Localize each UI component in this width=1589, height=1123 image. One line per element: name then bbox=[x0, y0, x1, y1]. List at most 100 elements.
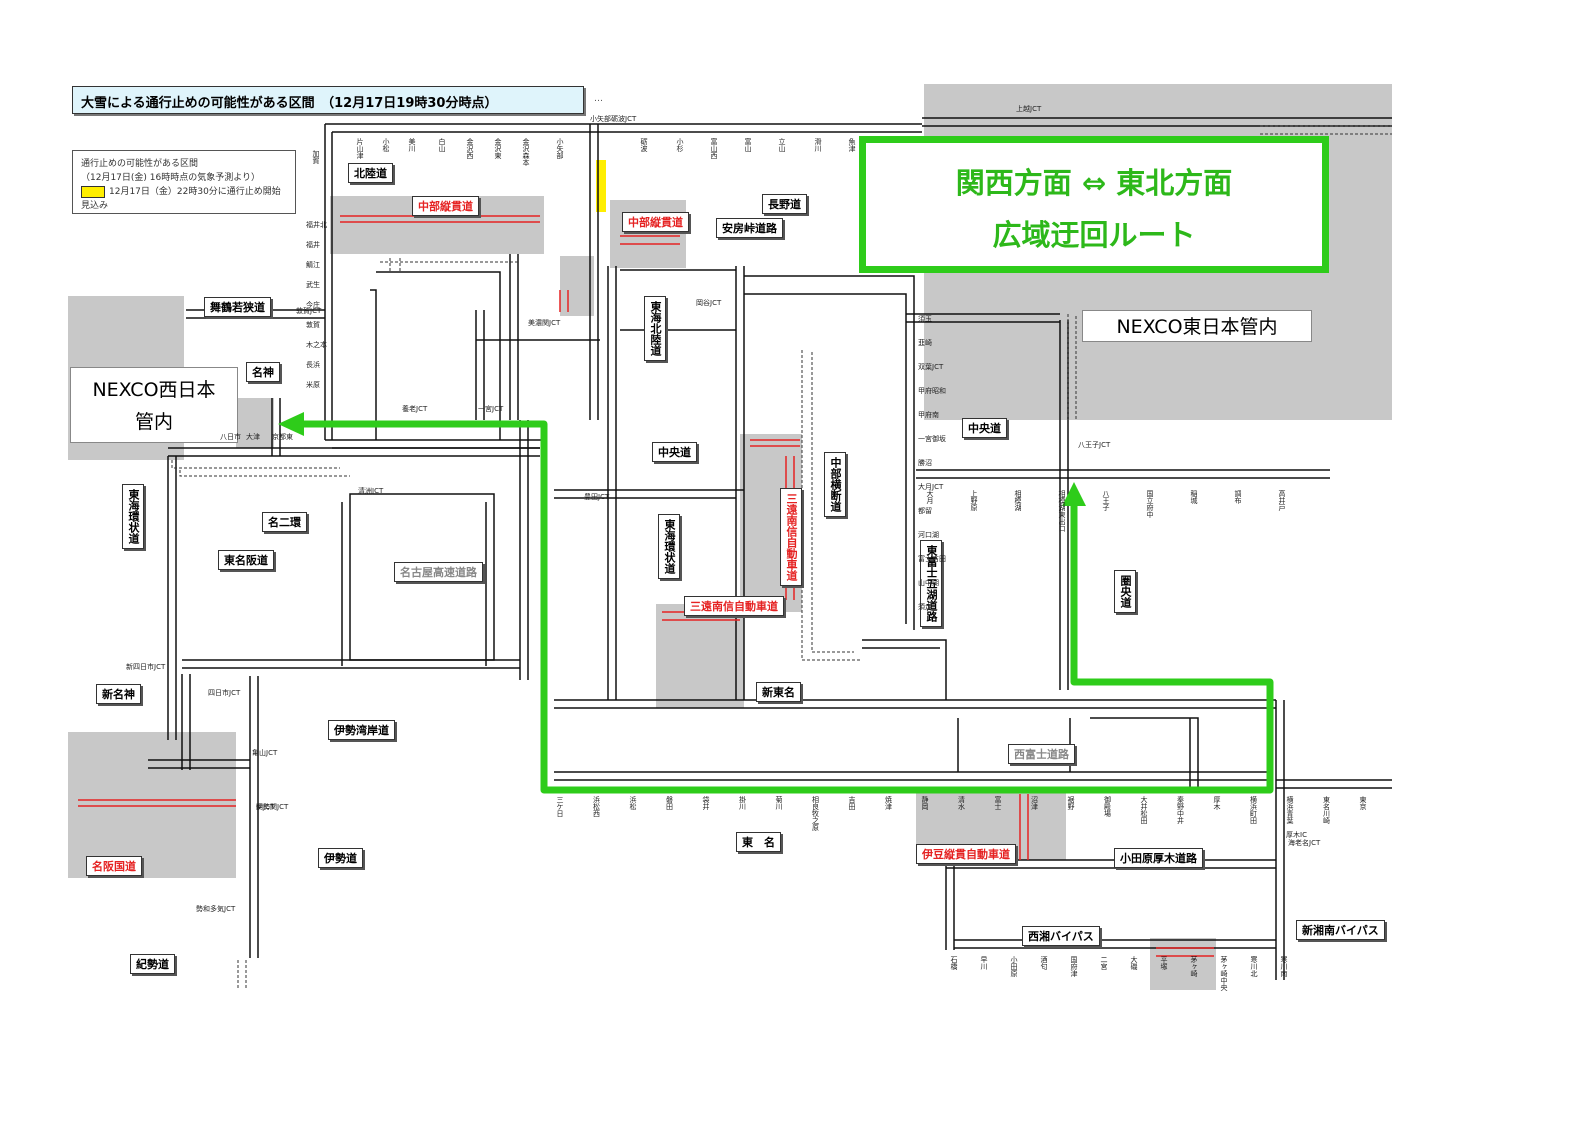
station-label: 大井松田 bbox=[1140, 796, 1148, 824]
route-label-tokai-kanjo-west: 東海環状道 bbox=[122, 484, 144, 549]
station-label: 酒匂 bbox=[1040, 956, 1048, 970]
station-label: 加賀 bbox=[312, 150, 320, 164]
station-label: 富士吉田 bbox=[918, 555, 946, 563]
route-label-chuo-east: 中央道 bbox=[962, 418, 1007, 438]
station-label: 平塚 bbox=[1160, 956, 1168, 970]
route-label-tomei: 東 名 bbox=[736, 832, 781, 852]
station-label: 厚木IC bbox=[1286, 831, 1307, 839]
station-label: 清水 bbox=[957, 796, 966, 810]
station-label: 横浜青葉 bbox=[1286, 796, 1294, 824]
station-label: 小矢部 bbox=[556, 138, 564, 159]
route-label-meihan: 名阪国道 bbox=[86, 856, 142, 876]
route-label-shinshonan: 新湘南バイパス bbox=[1296, 920, 1385, 940]
route-label-tokai-hokuriku: 東海北陸道 bbox=[644, 296, 666, 361]
station-label: 小松 bbox=[382, 138, 390, 152]
station-label: 東京 bbox=[1359, 796, 1367, 810]
route-label-chubu-jukan-2: 中部縦貫道 bbox=[622, 212, 689, 232]
station-label: 京都東 bbox=[272, 433, 293, 441]
legend-item-label: 12月17日（金）22時30分に通行止め開始見込み bbox=[81, 187, 281, 211]
station-label: 砺波 bbox=[640, 138, 648, 152]
station-label: 茅ヶ崎中央 bbox=[1220, 956, 1228, 991]
station-label: 沼津 bbox=[1030, 796, 1039, 810]
detour-route-line-1: 関西方面 ⇔ 東北方面 bbox=[955, 166, 1233, 200]
station-label: 御殿場 bbox=[1103, 796, 1112, 817]
station-label: 河口湖 bbox=[918, 531, 939, 539]
station-label: 立山 bbox=[778, 138, 786, 152]
station-label: 伊勢関JCT bbox=[256, 803, 289, 811]
route-label-ise-wangan: 伊勢湾岸道 bbox=[328, 720, 395, 740]
station-label: 上越JCT bbox=[1016, 105, 1042, 113]
station-label: 新四日市JCT bbox=[126, 663, 166, 671]
station-label: 高井戸 bbox=[1278, 490, 1286, 511]
station-label: 石橋 bbox=[950, 956, 958, 970]
station-label: 関JCT bbox=[256, 803, 275, 811]
station-label: 吉田 bbox=[848, 796, 856, 810]
route-label-ise: 伊勢道 bbox=[318, 848, 363, 868]
route-label-meinikan: 名二環 bbox=[262, 512, 307, 532]
station-label: 八王子JCT bbox=[1078, 441, 1111, 449]
nexco-east-label: NEXCO東日本管内 bbox=[1082, 310, 1312, 342]
route-label-chuo-west: 中央道 bbox=[652, 442, 697, 462]
route-label-chubu-odan: 中部横断道 bbox=[824, 452, 846, 517]
station-label: 美濃関JCT bbox=[528, 319, 561, 327]
station-label: 岡谷JCT bbox=[696, 299, 722, 307]
station-label: 大月JCT bbox=[918, 483, 944, 491]
west-area-shade-mid bbox=[236, 398, 274, 448]
station-label: 双葉JCT bbox=[918, 363, 944, 371]
station-label: 須走 bbox=[918, 603, 932, 611]
station-label: 清洲JCT bbox=[358, 487, 384, 495]
title-dots: … bbox=[594, 94, 603, 104]
route-label-kenou: 圏央道 bbox=[1114, 570, 1136, 613]
route-label-chubu-jukan-1: 中部縦貫道 bbox=[412, 196, 479, 216]
route-label-seisho: 西湘バイパス bbox=[1022, 926, 1100, 946]
station-label: 小杉 bbox=[676, 138, 684, 152]
station-label: 八王子 bbox=[1102, 490, 1110, 511]
route-label-izu-jukan: 伊豆縦貫自動車道 bbox=[916, 844, 1016, 864]
station-label: 静岡 bbox=[921, 796, 929, 810]
station-label: 厚木 bbox=[1213, 796, 1221, 810]
station-label: 福井北 bbox=[306, 221, 327, 229]
route-label-meishin: 名神 bbox=[246, 362, 280, 382]
nexco-west-line-1: NEXCO西日本 bbox=[92, 379, 216, 401]
sanen-shade-2 bbox=[656, 604, 744, 708]
route-label-nishi-fuji: 西富士道路 bbox=[1008, 744, 1075, 764]
station-label: 金沢西 bbox=[466, 138, 474, 159]
station-label: 片山津 bbox=[356, 138, 364, 159]
station-label: 横浜町田 bbox=[1249, 796, 1258, 824]
station-label: 魚津 bbox=[848, 138, 856, 152]
detour-route-line-2: 広域迂回ルート bbox=[992, 218, 1196, 252]
route-label-tomei-handai: 東名阪道 bbox=[218, 550, 274, 570]
station-label: 金沢東 bbox=[494, 138, 502, 159]
station-label: 袋井 bbox=[702, 796, 710, 810]
station-label: 勢和多気JCT bbox=[196, 905, 236, 913]
station-label: 富山西 bbox=[710, 138, 718, 159]
station-label: 一宮JCT bbox=[478, 405, 504, 413]
station-label: 福井 bbox=[306, 241, 320, 249]
station-label: 秦野中井 bbox=[1176, 796, 1185, 824]
chubu-jukan-shade bbox=[560, 256, 594, 316]
station-label: 富山 bbox=[744, 138, 752, 152]
station-label: 都留 bbox=[918, 507, 932, 515]
station-label: 豊田JCT bbox=[584, 493, 610, 501]
seisho-shade bbox=[1150, 938, 1216, 990]
station-label: 富士 bbox=[994, 796, 1002, 810]
station-label: 一宮御坂 bbox=[918, 435, 946, 443]
station-label: 養老JCT bbox=[402, 405, 428, 413]
route-label-hokuriku: 北陸道 bbox=[348, 163, 393, 183]
route-label-kisei: 紀勢道 bbox=[130, 954, 175, 974]
station-label: 焼津 bbox=[884, 796, 893, 810]
station-label: 掛川 bbox=[738, 796, 747, 810]
station-label: 相模湖東出口 bbox=[1058, 490, 1066, 532]
detour-route-box: 関西方面 ⇔ 東北方面 広域迂回ルート bbox=[859, 136, 1329, 273]
station-label: 白山 bbox=[438, 138, 446, 152]
route-label-shin-tomei: 新東名 bbox=[756, 682, 801, 702]
station-label: 武生 bbox=[306, 281, 320, 289]
station-label: 三ケ日 bbox=[556, 796, 564, 817]
station-label: 亀山JCT bbox=[252, 749, 278, 757]
station-label: 東名川崎 bbox=[1322, 796, 1331, 824]
station-label: 寒川南 bbox=[1280, 956, 1288, 977]
station-label: 調布 bbox=[1234, 490, 1242, 504]
station-label: 相模湖 bbox=[1014, 490, 1022, 511]
station-label: 鯖江 bbox=[306, 261, 320, 269]
route-label-nagano: 長野道 bbox=[762, 194, 807, 214]
